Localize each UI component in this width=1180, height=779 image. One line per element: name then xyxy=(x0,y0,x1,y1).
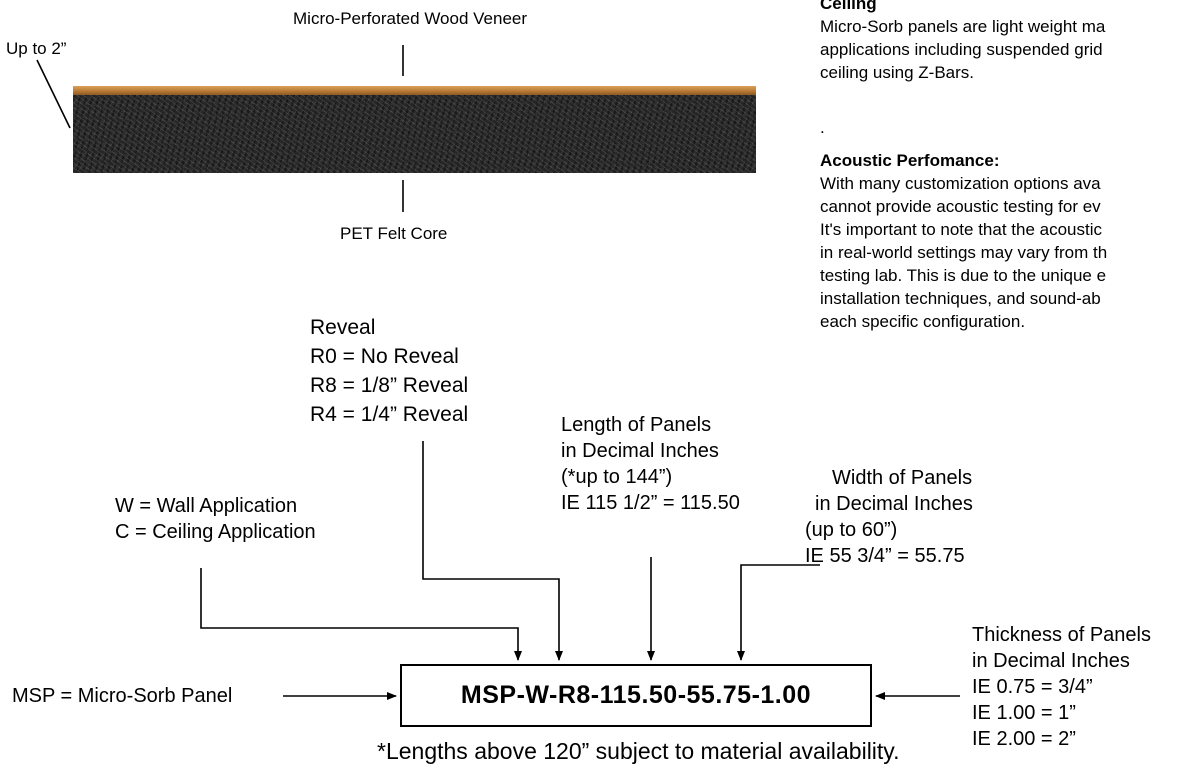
thickness-leader xyxy=(36,59,71,129)
reveal-line: R8 = 1/8” Reveal xyxy=(310,374,469,397)
thickness-label: Up to 2” xyxy=(6,39,67,58)
core-label: PET Felt Core xyxy=(340,224,448,243)
reveal-legend: Reveal R0 = No Reveal R8 = 1/8” Reveal R… xyxy=(310,313,468,429)
ceiling-line: Micro-Sorb panels are light weight ma xyxy=(820,17,1106,36)
ceiling-heading: Ceiling xyxy=(820,0,877,13)
reveal-line: R0 = No Reveal xyxy=(310,345,459,368)
wood-veneer-layer xyxy=(73,86,756,95)
ceiling-section: Ceiling Micro-Sorb panels are light weig… xyxy=(820,0,1105,84)
thickness-line: IE 1.00 = 1” xyxy=(972,702,1076,724)
reveal-arrow xyxy=(422,441,563,661)
msp-legend: MSP = Micro-Sorb Panel xyxy=(12,685,233,707)
length-line: Length of Panels xyxy=(561,414,712,436)
footnote: *Lengths above 120” subject to material … xyxy=(377,738,900,764)
part-number-box: MSP-W-R8-115.50-55.75-1.00 xyxy=(400,664,872,727)
thickness-line: in Decimal Inches xyxy=(972,650,1130,672)
ceiling-line: applications including suspended grid xyxy=(820,40,1103,59)
panel-cross-section xyxy=(73,86,756,173)
thickness-line: IE 0.75 = 3/4” xyxy=(972,676,1093,698)
acoustic-line: installation techniques, and sound-ab xyxy=(820,289,1101,308)
acoustic-line: With many customization options ava xyxy=(820,174,1101,193)
part-number: MSP-W-R8-115.50-55.75-1.00 xyxy=(460,681,812,709)
acoustic-heading: Acoustic Perfomance: xyxy=(820,151,1000,170)
separator-dot: . xyxy=(820,118,825,137)
width-line: Width of Panels xyxy=(832,467,973,489)
width-line: (up to 60”) xyxy=(805,519,898,541)
width-legend: Width of Panels in Decimal Inches (up to… xyxy=(805,465,973,569)
thickness-line: Thickness of Panels xyxy=(972,624,1151,646)
acoustic-line: cannot provide acoustic testing for ev xyxy=(820,197,1101,216)
application-legend: W = Wall Application C = Ceiling Applica… xyxy=(115,493,316,545)
acoustic-line: each specific configuration. xyxy=(820,312,1026,331)
thickness-line: IE 2.00 = 2” xyxy=(972,728,1076,750)
thickness-legend: Thickness of Panels in Decimal Inches IE… xyxy=(972,622,1151,752)
application-line: C = Ceiling Application xyxy=(115,521,316,543)
length-legend: Length of Panels in Decimal Inches (*up … xyxy=(561,412,740,516)
width-line: in Decimal Inches xyxy=(815,493,973,515)
application-arrow xyxy=(200,568,522,661)
acoustic-line: testing lab. This is due to the unique e xyxy=(820,266,1107,285)
acoustic-line: in real-world settings may vary from th xyxy=(820,243,1108,262)
ceiling-line: ceiling using Z-Bars. xyxy=(820,63,975,82)
length-line: (*up to 144”) xyxy=(561,466,673,488)
veneer-label: Micro-Perforated Wood Veneer xyxy=(293,9,528,28)
acoustic-section: Acoustic Perfomance: With many customiza… xyxy=(820,149,1107,333)
reveal-line: Reveal xyxy=(310,316,376,339)
application-line: W = Wall Application xyxy=(115,495,298,517)
acoustic-line: It's important to note that the acoustic xyxy=(820,220,1103,239)
pet-felt-core-layer xyxy=(73,95,756,173)
width-arrow xyxy=(737,564,820,661)
length-line: in Decimal Inches xyxy=(561,440,719,462)
length-line: IE 115 1/2” = 115.50 xyxy=(561,492,740,514)
width-line: IE 55 3/4” = 55.75 xyxy=(805,545,965,567)
reveal-line: R4 = 1/4” Reveal xyxy=(310,403,469,426)
